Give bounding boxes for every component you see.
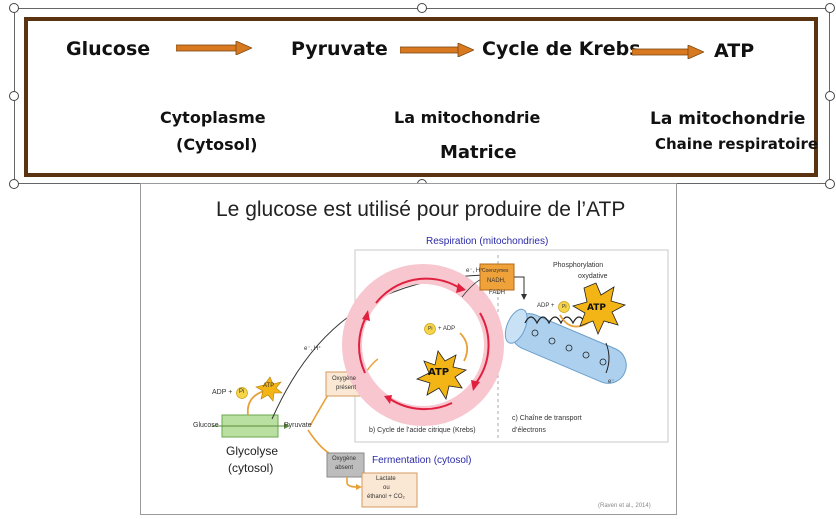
label-coenzymes-1: Coenzymes: [482, 268, 509, 274]
location-mitochondrie-chain: La mitochondrie: [650, 109, 806, 129]
label-fermentation: Fermentation (cytosol): [372, 455, 472, 466]
label-atp-krebs: ATP: [428, 367, 450, 378]
selection-handle-bl[interactable]: [9, 179, 19, 189]
membrane-tube: [504, 308, 627, 384]
label-oxygen-present-2: présent: [336, 385, 357, 391]
location-cytosol: (Cytosol): [176, 135, 258, 154]
label-atp-small: ATP: [263, 383, 275, 389]
atp-star-krebs: [415, 350, 468, 401]
diagram-title: Le glucose est utilisé pour produire de …: [216, 198, 626, 221]
label-lactate-2: ou: [383, 485, 390, 491]
selection-handle-tm[interactable]: [417, 3, 427, 13]
label-cytosol: (cytosol): [228, 461, 274, 475]
lactate-box: [361, 472, 418, 508]
label-lactate-3: éthanol + CO₂: [367, 494, 405, 500]
label-pi-krebs: Pi: [428, 326, 433, 332]
label-phospho-2: oxydative: [578, 273, 608, 280]
label-pi-right: Pi: [562, 304, 567, 310]
label-pi-left: Pi: [239, 389, 245, 395]
label-phospho-1: Phosphorylation: [553, 262, 604, 269]
arrow-right-icon: [400, 43, 474, 57]
step-atp: ATP: [714, 40, 755, 62]
label-glucose: Glucose: [193, 422, 219, 429]
summary-frame: [24, 17, 818, 177]
selection-handle-tr[interactable]: [825, 3, 835, 13]
location-chaine-respiratoire: Chaine respiratoire: [655, 135, 819, 153]
step-glucose: Glucose: [66, 38, 151, 60]
label-etc-2: d’électrons: [512, 427, 546, 434]
selection-handle-mr[interactable]: [825, 91, 835, 101]
citation: (Raven et al., 2014): [598, 503, 651, 509]
arrow-right-icon: [176, 41, 252, 55]
krebs-ring: [342, 264, 504, 426]
label-adp-krebs: + ADP: [438, 326, 456, 332]
label-oxygen-absent-2: absent: [335, 465, 354, 471]
label-e-minus: e⁻: [608, 379, 615, 385]
to-oxygen-absent: [307, 429, 333, 456]
selection-handle-br[interactable]: [825, 179, 835, 189]
step-krebs: Cycle de Krebs: [482, 38, 641, 60]
label-pyruvate: Pyruvate: [284, 422, 312, 429]
diagram-graphics: [212, 249, 669, 508]
adp-curve-left: [246, 390, 265, 416]
oxygen-absent-box: [326, 452, 365, 478]
label-respiration: Respiration (mitochondries): [426, 236, 549, 247]
location-matrice: Matrice: [440, 142, 517, 163]
label-adp-right: ADP +: [537, 303, 555, 309]
label-oxygen-absent-1: Oxygène: [332, 456, 357, 462]
label-oxygen-present-1: Oxygène: [332, 376, 357, 382]
label-coenzymes-3: FADH: [489, 290, 506, 296]
label-glycolyse: Glycolyse: [226, 444, 279, 458]
label-lactate-1: Lactate: [376, 476, 396, 482]
label-electrons-b: e⁻, H⁺: [466, 268, 484, 274]
atp-star-small: [255, 376, 283, 402]
label-adp-left: ADP +: [212, 389, 233, 396]
arrow-right-icon: [632, 45, 704, 59]
label-etc-1: c) Chaîne de transport: [512, 415, 582, 422]
selection-handle-tl[interactable]: [9, 3, 19, 13]
label-atp-chain: ATP: [587, 303, 607, 313]
location-cytoplasme: Cytoplasme: [160, 108, 266, 127]
label-coenzymes-2: NADH,: [487, 278, 506, 284]
location-mitochondrie-matrix: La mitochondrie: [394, 108, 541, 127]
step-pyruvate: Pyruvate: [291, 38, 388, 60]
label-krebs: b) Cycle de l’acide citrique (Krebs): [369, 427, 476, 434]
selection-handle-ml[interactable]: [9, 91, 19, 101]
coenzymes-box: [479, 263, 515, 291]
atp-star-chain: [571, 282, 627, 336]
label-electrons-a: e⁻, H⁺: [304, 346, 322, 352]
